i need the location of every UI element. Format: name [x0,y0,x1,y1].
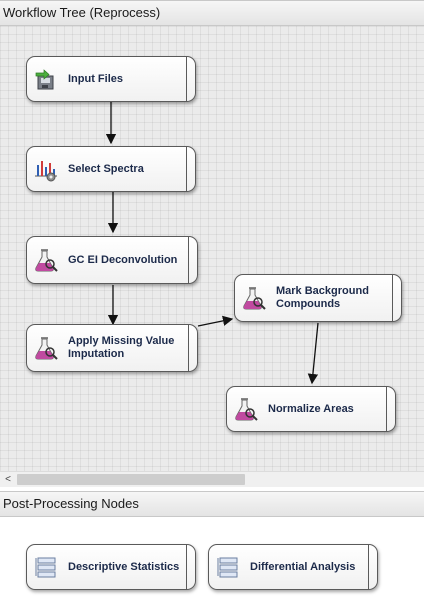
connection-arrows [105,102,319,385]
node-input-files[interactable]: Input Files [26,56,196,102]
node-label: Select Spectra [68,162,144,175]
select-spectra-icon [33,156,59,182]
node-label: Normalize Areas [268,402,354,415]
node-label: Apply Missing Value Imputation [68,335,175,360]
node-mark-background-compounds[interactable]: Mark Background Compounds [234,274,402,322]
workflow-tree-title: Workflow Tree (Reprocess) [3,5,161,20]
node-select-spectra[interactable]: Select Spectra [26,146,196,192]
flask-magnifier-icon [233,396,259,422]
node-label: Input Files [68,72,123,85]
post-node-icon [33,554,59,580]
node-apply-missing-value-imputation[interactable]: Apply Missing Value Imputation [26,324,198,372]
workflow-tree-header: Workflow Tree (Reprocess) [0,0,424,26]
post-node-icon [215,554,241,580]
post-processing-area: Descriptive Statistics Differential Anal… [0,517,424,596]
horizontal-scrollbar[interactable]: < [0,471,424,487]
node-gc-ei-deconvolution[interactable]: GC EI Deconvolution [26,236,198,284]
node-label: GC EI Deconvolution [68,253,178,266]
node-label: Differential Analysis [250,560,356,573]
node-differential-analysis[interactable]: Differential Analysis [208,544,378,590]
node-label: Descriptive Statistics [68,560,180,573]
node-label: Mark Background Compounds [276,285,369,310]
flask-magnifier-icon [33,247,59,273]
workflow-canvas[interactable]: Input Files Select Spectra [0,26,424,471]
node-normalize-areas[interactable]: Normalize Areas [226,386,396,432]
scroll-thumb[interactable] [17,474,245,485]
flask-magnifier-icon [241,285,267,311]
node-descriptive-statistics[interactable]: Descriptive Statistics [26,544,196,590]
input-files-icon [33,66,59,92]
post-processing-title: Post-Processing Nodes [3,496,139,511]
arrow-background-to-normalize [307,322,319,385]
scroll-left-icon[interactable]: < [5,474,11,485]
post-processing-header: Post-Processing Nodes [0,491,424,517]
arrow-imputation-to-background [197,315,234,327]
flask-magnifier-icon [33,335,59,361]
